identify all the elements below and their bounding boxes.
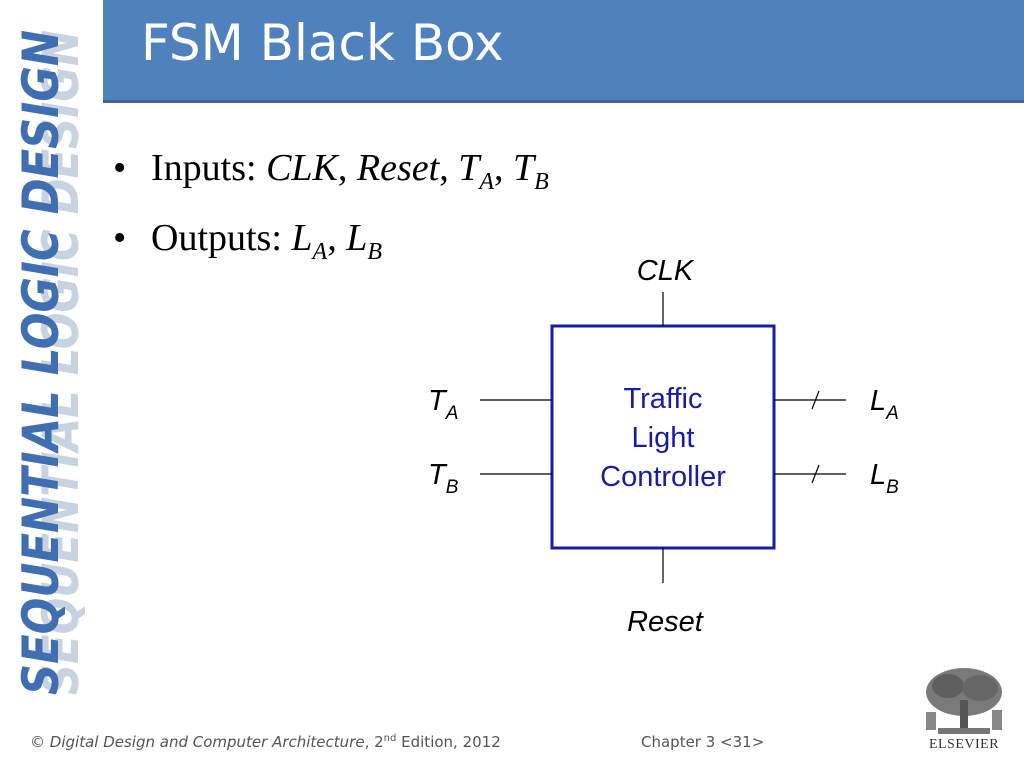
elsevier-logo xyxy=(918,662,1010,736)
edition-num: 2 xyxy=(374,733,384,751)
box-label-line2: Light xyxy=(632,422,695,454)
bullet-list: •Inputs: CLK, Reset, TA, TB •Outputs: LA… xyxy=(113,146,549,286)
la-label: LA xyxy=(870,385,899,424)
bullet-dot: • xyxy=(113,217,127,259)
lb-label: LB xyxy=(870,459,899,498)
edition-rest: Edition, 2012 xyxy=(401,733,501,751)
sidebar-text: SEQUENTIAL LOGIC DESIGN xyxy=(12,30,70,695)
inputs-label: Inputs: xyxy=(151,147,257,189)
input-ta: TA xyxy=(458,147,494,195)
outputs-label: Outputs: xyxy=(151,217,282,259)
lb-bus-slash xyxy=(811,464,820,484)
bullet-inputs: •Inputs: CLK, Reset, TA, TB xyxy=(113,147,549,195)
title-bar: FSM Black Box xyxy=(103,0,1024,103)
tb-label: TB xyxy=(428,459,459,498)
bullet-outputs: •Outputs: LA, LB xyxy=(113,217,383,265)
clk-label: CLK xyxy=(637,255,695,287)
edition-sup: nd xyxy=(383,733,397,744)
box-label-line3: Controller xyxy=(600,461,726,493)
sidebar-text-shadow: SEQUENTIAL LOGIC DESIGN xyxy=(32,30,90,695)
box-label-line1: Traffic xyxy=(624,383,703,415)
slide-title: FSM Black Box xyxy=(141,14,504,72)
chapter-page: Chapter 3 <31> xyxy=(641,733,765,751)
copyright-symbol: © xyxy=(30,733,45,751)
bullet-dot: • xyxy=(113,147,127,189)
output-la: LA xyxy=(291,217,328,265)
sidebar-banner: SEQUENTIAL LOGIC DESIGN SEQUENTIAL LOGIC… xyxy=(12,30,90,695)
elsevier-logo-text: ELSEVIER xyxy=(928,737,1000,752)
ta-label: TA xyxy=(428,385,458,424)
input-clk: CLK xyxy=(266,147,338,189)
output-lb: LB xyxy=(346,217,383,265)
controller-box xyxy=(550,324,776,550)
footer-copyright: © Digital Design and Computer Architectu… xyxy=(30,733,501,751)
reset-label: Reset xyxy=(627,606,705,638)
la-bus-slash xyxy=(811,390,820,410)
input-tb: TB xyxy=(513,147,549,195)
book-title: Digital Design and Computer Architecture xyxy=(49,733,365,751)
input-reset: Reset xyxy=(356,147,440,189)
